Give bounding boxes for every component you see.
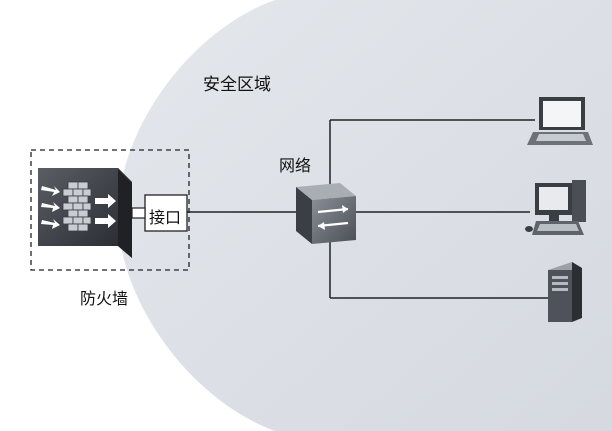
desktop-computer-icon — [525, 180, 586, 235]
network-label: 网络 — [279, 156, 312, 175]
security-zone — [118, 0, 612, 431]
firewall-boundary — [30, 149, 190, 271]
firewall-label: 防火墙 — [80, 289, 129, 308]
interface-label: 接口 — [149, 208, 182, 227]
security-zone-label: 安全区域 — [203, 75, 271, 95]
laptop-icon — [527, 97, 593, 145]
interface-connector — [131, 207, 146, 219]
interface-box — [144, 194, 188, 232]
server-tower-icon — [548, 262, 582, 322]
connection-lines — [185, 119, 548, 299]
firewall-icon — [38, 168, 132, 258]
network-switch-icon — [296, 183, 356, 244]
